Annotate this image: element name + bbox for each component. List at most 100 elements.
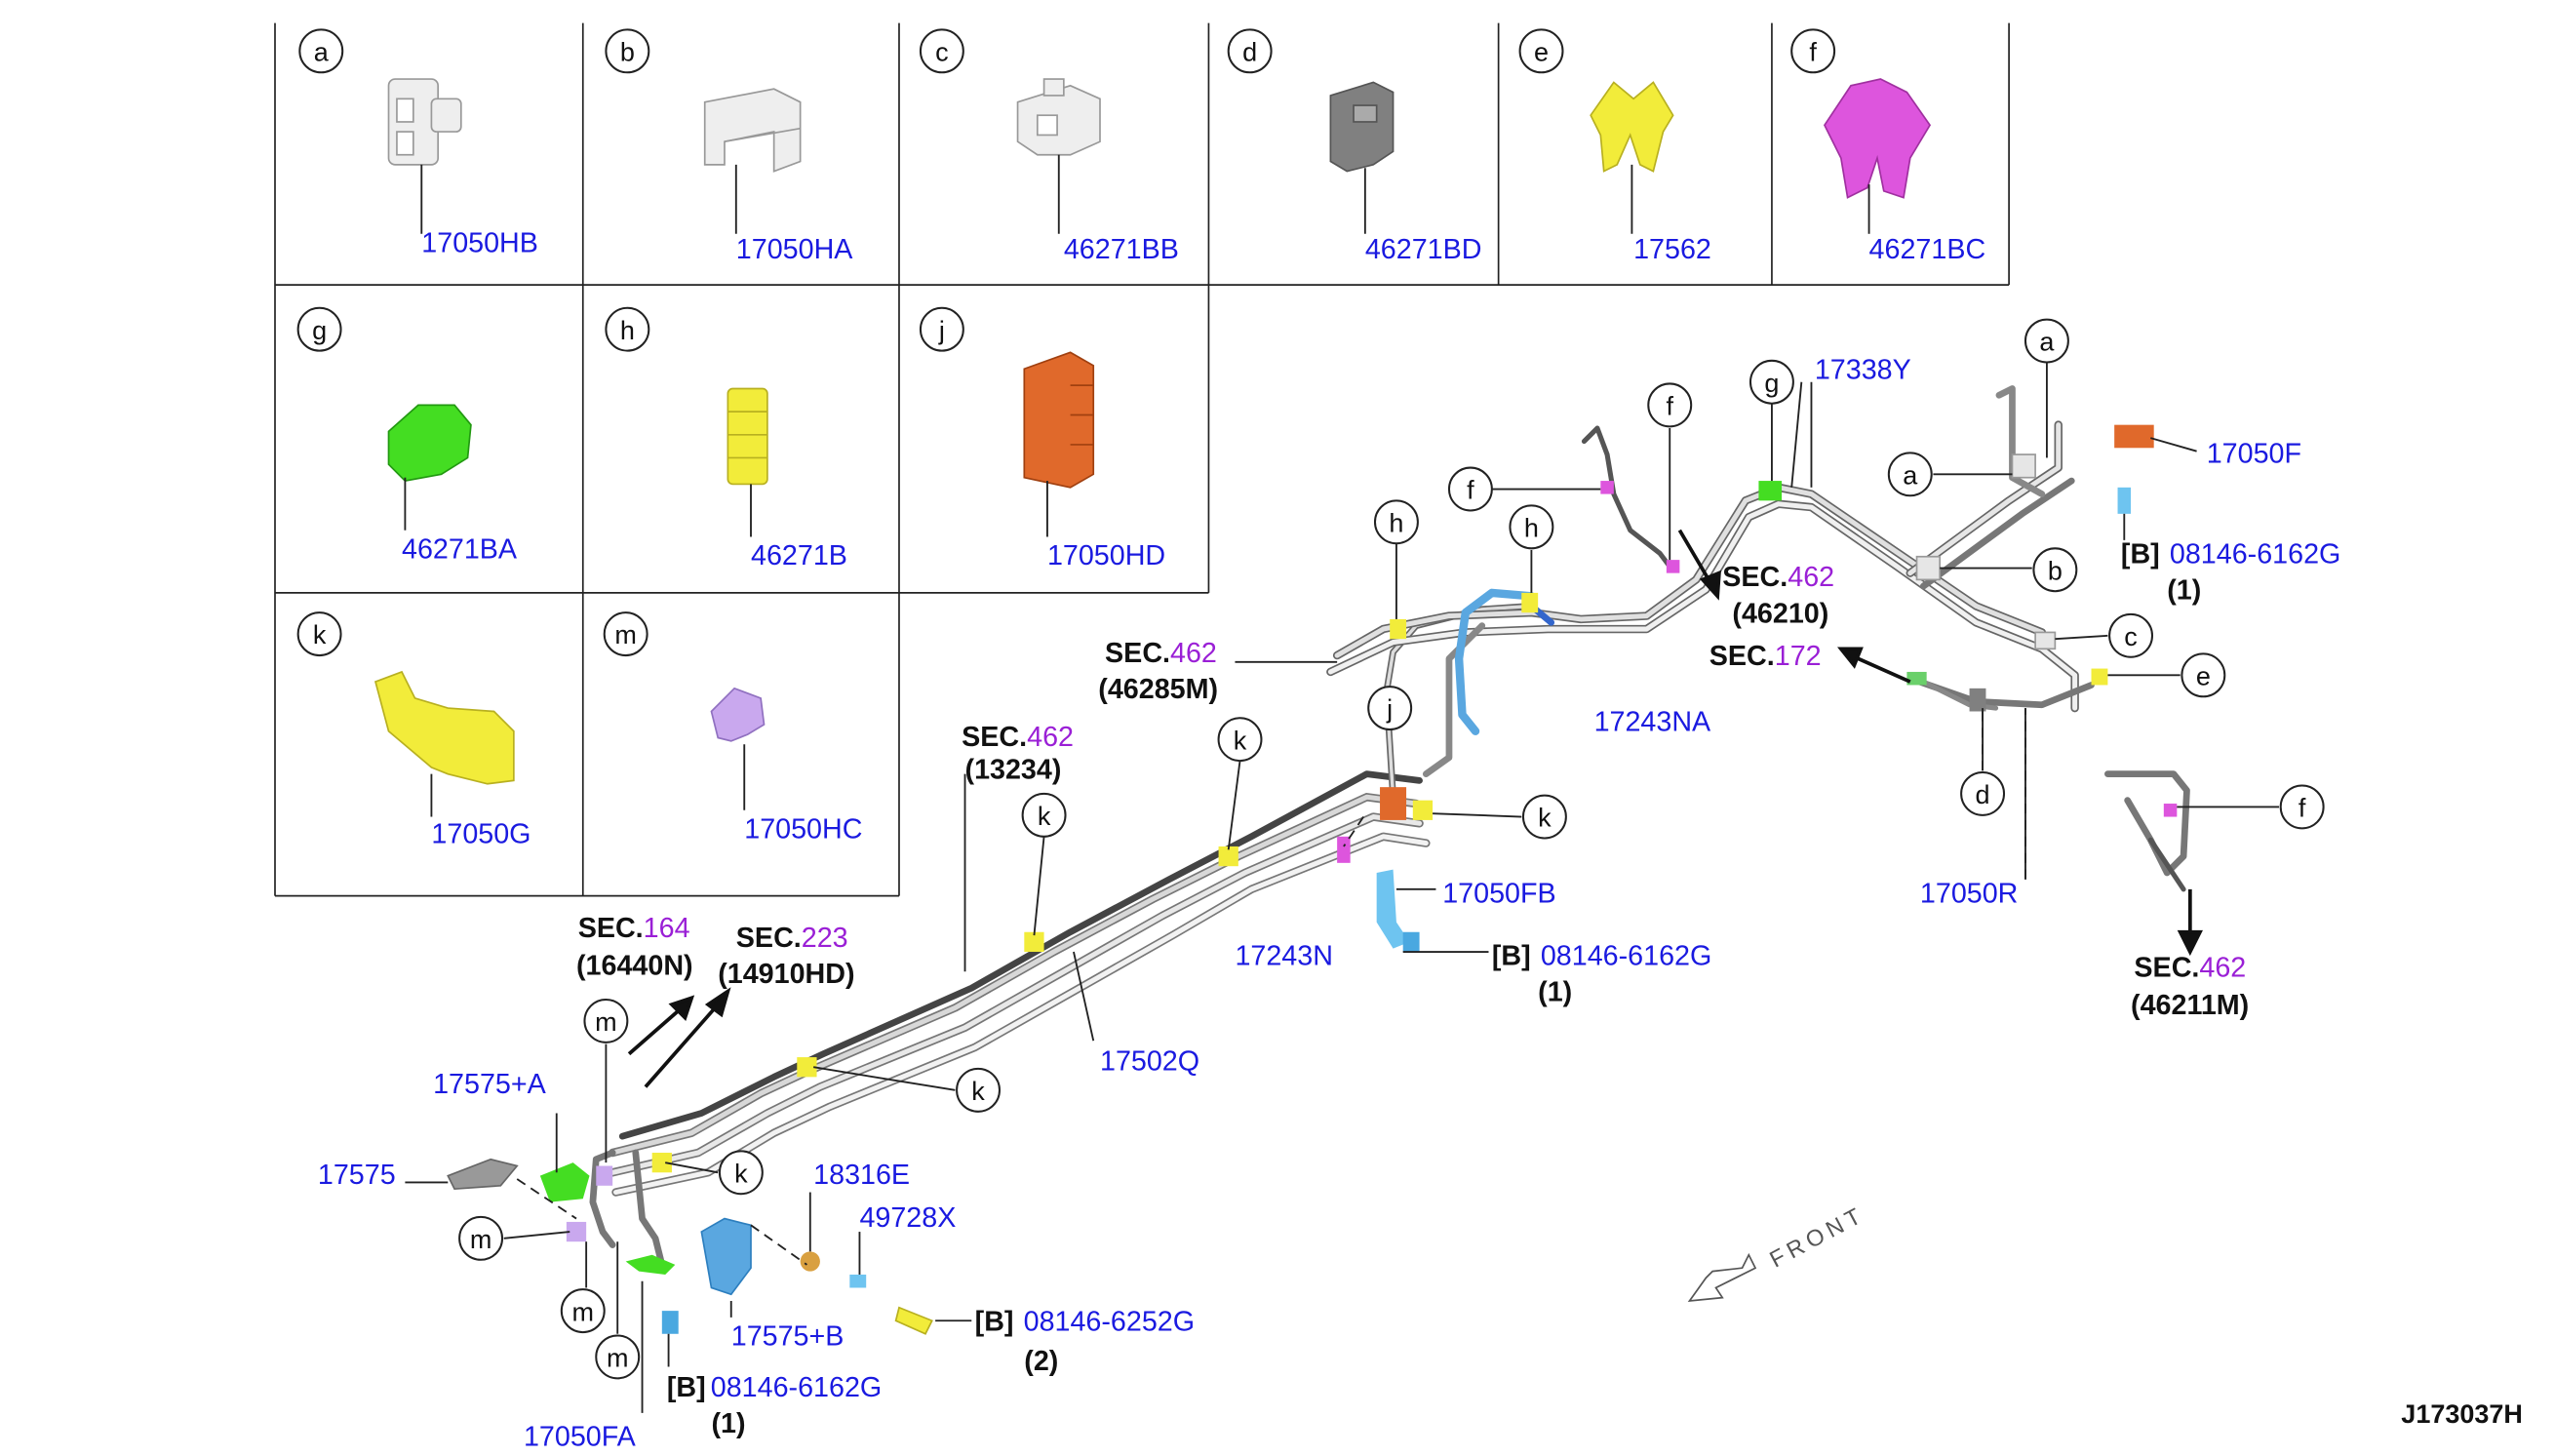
svg-text:f: f	[1666, 392, 1673, 421]
callout-m: m	[560, 1288, 606, 1334]
section-ref-172[interactable]: SEC.172	[1709, 641, 1822, 672]
direction-arrows	[627, 529, 2203, 1088]
clip-h-mark	[1390, 618, 1407, 640]
part-46271BA[interactable]: 46271BA	[402, 533, 518, 565]
legend-cell-b: b 17050HA	[605, 28, 853, 265]
svg-text:g: g	[1764, 369, 1779, 398]
part-17050HD[interactable]: 17050HD	[1047, 540, 1165, 571]
section-ref-46211M[interactable]: SEC.462	[2134, 952, 2246, 983]
clip-c-mark	[2034, 631, 2057, 650]
section-ref-14910HD[interactable]: SEC.223	[736, 923, 848, 954]
svg-text:d: d	[1242, 37, 1257, 66]
part-18316E[interactable]: 18316E	[813, 1160, 910, 1191]
bolt-label-17050FB[interactable]: [B]08146-6162G	[1492, 941, 1711, 972]
callout-h: h	[605, 306, 650, 352]
svg-text:k: k	[734, 1159, 748, 1188]
section-ref-46210[interactable]: SEC.462	[1722, 562, 1834, 593]
bolt-mark	[1402, 931, 1420, 953]
bolt-yellow-mark	[894, 1306, 933, 1335]
svg-text:g: g	[312, 316, 327, 345]
part-17050FB[interactable]: 17050FB	[1442, 878, 1555, 909]
part-17050F[interactable]: 17050F	[2207, 438, 2301, 469]
bolt-label-17050F[interactable]: [B]08146-6162G	[2121, 539, 2340, 571]
legend-grid	[274, 22, 2010, 897]
callout-m: m	[458, 1215, 504, 1261]
callout-e: e	[1518, 28, 1564, 74]
section-ref-13234[interactable]: SEC.462	[962, 722, 1074, 753]
callout-f: f	[1447, 466, 1493, 512]
callout-d: d	[1960, 770, 2006, 816]
clip-17050G-icon	[373, 670, 515, 785]
part-17243NA[interactable]: 17243NA	[1594, 707, 1711, 738]
part-17243N[interactable]: 17243N	[1235, 941, 1333, 972]
callout-k: k	[296, 611, 342, 657]
callout-f: f	[2279, 784, 2325, 830]
part-46271B[interactable]: 46271B	[751, 540, 847, 571]
bolt-label-yellow[interactable]: [B]08146-6252G	[975, 1306, 1195, 1337]
part-17050FA[interactable]: 17050FA	[524, 1422, 637, 1453]
callout-h: h	[1509, 504, 1554, 550]
svg-text:m: m	[470, 1225, 492, 1254]
leader-lines	[405, 362, 2280, 1413]
legend-cell-j: j 17050HD	[919, 306, 1165, 571]
svg-text:f: f	[1467, 476, 1474, 505]
svg-text:c: c	[935, 37, 949, 66]
callout-m: m	[603, 611, 648, 657]
part-46271BB[interactable]: 46271BB	[1064, 234, 1179, 265]
section-ref-46285M[interactable]: SEC.462	[1105, 638, 1217, 669]
bolt-mark	[661, 1311, 679, 1334]
part-49728X[interactable]: 49728X	[859, 1202, 956, 1234]
clip-k-mark	[1024, 931, 1044, 953]
part-17575A[interactable]: 17575+A	[433, 1069, 547, 1100]
svg-text:k: k	[971, 1077, 985, 1106]
part-17338Y[interactable]: 17338Y	[1815, 354, 1911, 385]
part-17502Q[interactable]: 17502Q	[1100, 1046, 1199, 1078]
svg-text:k: k	[1234, 726, 1247, 755]
clip-17050HB-icon	[387, 78, 462, 166]
svg-text:m: m	[614, 620, 637, 649]
part-17562[interactable]: 17562	[1633, 234, 1711, 265]
svg-text:f: f	[2299, 794, 2306, 823]
svg-text:e: e	[1534, 37, 1549, 66]
part-17050HB[interactable]: 17050HB	[421, 227, 538, 258]
clip-17050HD-icon	[1023, 351, 1095, 489]
part-46271BD[interactable]: 46271BD	[1365, 234, 1482, 265]
section-sub-16440N: (16440N)	[576, 951, 693, 982]
svg-text:b: b	[2048, 556, 2063, 585]
callout-m: m	[583, 998, 629, 1043]
clip-k-mark	[651, 1153, 672, 1173]
clip-46271BB-icon	[1016, 78, 1101, 156]
bracket-17575-mark	[447, 1158, 519, 1191]
clip-17050HC-icon	[710, 687, 766, 742]
callout-f: f	[1790, 28, 1836, 74]
callout-a: a	[1887, 452, 1933, 497]
section-ref-16440N[interactable]: SEC.164	[578, 913, 690, 944]
callout-k: k	[1217, 717, 1263, 763]
sensor-mark	[1337, 836, 1351, 863]
svg-text:j: j	[938, 316, 945, 345]
callout-c: c	[2108, 612, 2154, 658]
part-46271BC[interactable]: 46271BC	[1869, 234, 1986, 265]
svg-text:c: c	[2124, 622, 2137, 651]
part-17050G[interactable]: 17050G	[431, 819, 530, 850]
part-17575B[interactable]: 17575+B	[731, 1321, 845, 1353]
svg-text:m: m	[595, 1007, 617, 1037]
bracket-17575B-mark	[700, 1217, 752, 1296]
part-17575[interactable]: 17575	[318, 1160, 396, 1191]
clip-j-mark	[1380, 787, 1407, 820]
part-17050HA[interactable]: 17050HA	[736, 234, 853, 265]
callout-d: d	[1227, 28, 1273, 74]
callout-k: k	[1021, 792, 1067, 838]
part-17050R[interactable]: 17050R	[1920, 878, 2019, 909]
diagram-callouts: g f f h h a a b c e d f j k k k k k m m …	[458, 318, 2325, 1380]
section-sub-46285M: (46285M)	[1098, 674, 1218, 705]
front-label: FRONT	[1766, 1201, 1869, 1273]
bolt-label-17050FA[interactable]: [B]08146-6162G	[667, 1372, 882, 1403]
clip-f-mark	[2163, 804, 2178, 817]
part-17050HC[interactable]: 17050HC	[744, 813, 862, 845]
callout-m: m	[595, 1334, 641, 1380]
svg-text:a: a	[2039, 328, 2055, 357]
clip-b-mark	[1915, 555, 1942, 581]
legend-cell-a: a 17050HB	[298, 28, 538, 258]
clip-e-mark	[2091, 668, 2108, 686]
